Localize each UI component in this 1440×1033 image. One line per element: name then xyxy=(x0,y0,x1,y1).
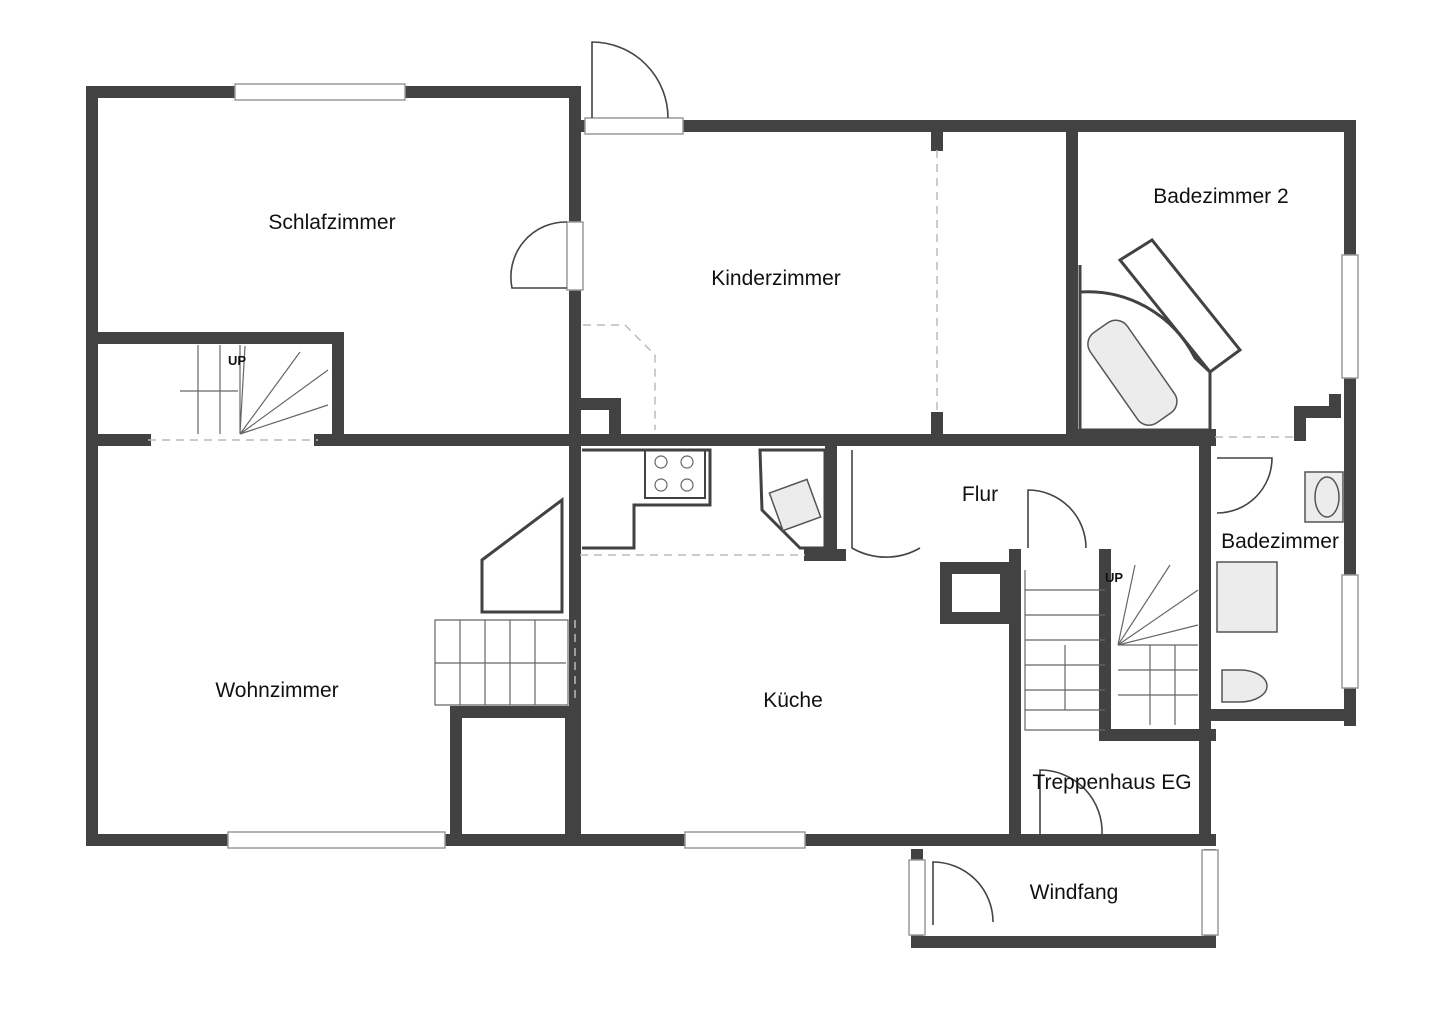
room-label-badezimmer: Badezimmer xyxy=(1221,530,1339,553)
fixtures xyxy=(480,238,1344,703)
windows xyxy=(227,83,1359,936)
room-label-kinderzimmer: Kinderzimmer xyxy=(711,267,841,290)
room-label-windfang: Windfang xyxy=(1030,881,1119,904)
up-label: UP xyxy=(1105,570,1123,585)
room-label-schlafzimmer: Schlafzimmer xyxy=(268,211,395,234)
doors xyxy=(148,41,1295,925)
staircases: UP UP xyxy=(180,345,1199,731)
stove-icon xyxy=(644,449,706,499)
walls xyxy=(86,86,1356,948)
up-label: UP xyxy=(228,353,246,368)
bathtub-icon xyxy=(1078,238,1243,432)
room-label-flur: Flur xyxy=(962,483,998,506)
room-labels: Schlafzimmer Kinderzimmer Badezimmer 2 F… xyxy=(215,185,1339,904)
room-label-treppenhaus: Treppenhaus EG xyxy=(1032,771,1191,794)
room-label-kueche: Küche xyxy=(763,689,823,712)
room-label-badezimmer-2: Badezimmer 2 xyxy=(1153,185,1288,208)
room-label-wohnzimmer: Wohnzimmer xyxy=(215,679,338,702)
